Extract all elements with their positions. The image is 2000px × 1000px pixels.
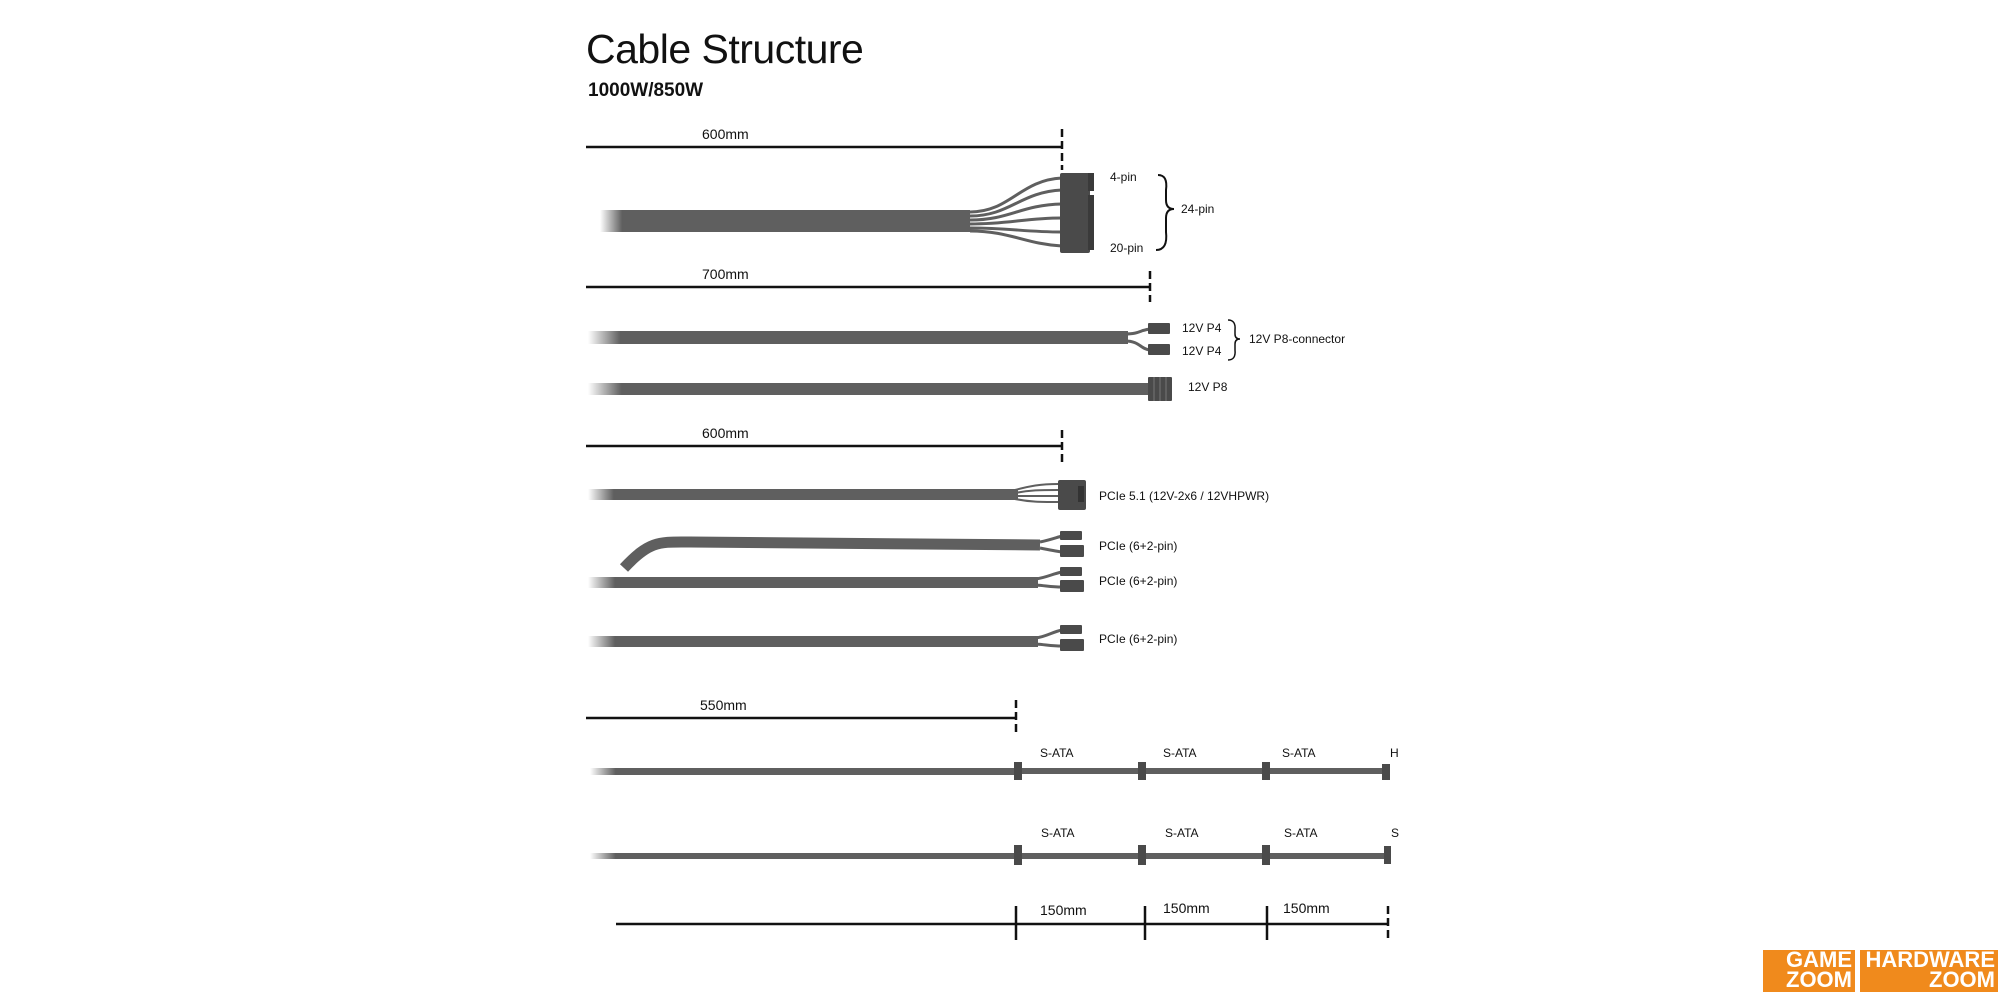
label-20pin: 20-pin [1110, 241, 1144, 255]
hardwarezoom-logo: HARDWARE ZOOM [1860, 947, 1998, 992]
dim-label-seg-1: 150mm [1040, 902, 1087, 918]
dimension-line-atx [586, 129, 1064, 170]
label-pcie-a: PCIe (6+2-pin) [1099, 539, 1178, 553]
cpu-p8-cable [588, 377, 1172, 401]
dimension-line-cpu [586, 271, 1152, 302]
dim-label-cpu: 700mm [702, 266, 749, 282]
label-pcie-b: PCIe (6+2-pin) [1099, 574, 1178, 588]
pcie51-cable [588, 480, 1086, 510]
hardwarezoom-logo-top: HARDWARE [1865, 947, 1995, 972]
brace-24pin [1155, 174, 1175, 251]
dimension-line-pcie [586, 430, 1064, 462]
label-pcie-c: PCIe (6+2-pin) [1099, 632, 1178, 646]
label-sata-2c: S-ATA [1284, 826, 1318, 840]
label-sata-2a: S-ATA [1041, 826, 1075, 840]
pcie-cable-a [619, 531, 1084, 572]
pcie-cable-c [588, 625, 1084, 651]
label-sata-1b: S-ATA [1163, 746, 1197, 760]
label-12v-p8: 12V P8 [1188, 380, 1228, 394]
label-12v-p4-a: 12V P4 [1182, 321, 1222, 335]
label-sata-2-end: S [1391, 826, 1400, 840]
page-title: Cable Structure [586, 26, 864, 72]
pcie-cable-b [588, 567, 1084, 592]
dim-label-sata: 550mm [700, 697, 747, 713]
dim-label-seg-3: 150mm [1283, 900, 1330, 916]
label-4pin: 4-pin [1110, 170, 1137, 184]
label-pcie51: PCIe 5.1 (12V-2x6 / 12VHPWR) [1099, 489, 1270, 503]
dimension-line-sata [586, 700, 1018, 732]
atx-24pin-cable [600, 173, 1094, 253]
label-12v-p4-b: 12V P4 [1182, 344, 1222, 358]
dimension-line-segments [616, 906, 1390, 940]
cpu-dual-p4-cable [588, 323, 1170, 355]
sata-cable-row-2 [590, 845, 1391, 865]
gamezoom-logo: GAME ZOOM [1763, 947, 1855, 992]
dim-label-pcie: 600mm [702, 425, 749, 441]
label-sata-1-end: H [1390, 746, 1399, 760]
page-subtitle: 1000W/850W [588, 80, 704, 101]
label-sata-2b: S-ATA [1165, 826, 1199, 840]
label-24pin: 24-pin [1181, 202, 1215, 216]
label-sata-1c: S-ATA [1282, 746, 1316, 760]
gamezoom-logo-bottom: ZOOM [1786, 967, 1852, 992]
gamezoom-logo-top: GAME [1786, 947, 1852, 972]
label-12v-p8-connector: 12V P8-connector [1249, 332, 1346, 346]
hardwarezoom-logo-bottom: ZOOM [1929, 967, 1995, 992]
sata-cable-row-1 [590, 762, 1390, 780]
dim-label-seg-2: 150mm [1163, 900, 1210, 916]
dim-label-atx: 600mm [702, 126, 749, 142]
label-sata-1a: S-ATA [1040, 746, 1074, 760]
brace-p8-connector [1227, 319, 1241, 361]
